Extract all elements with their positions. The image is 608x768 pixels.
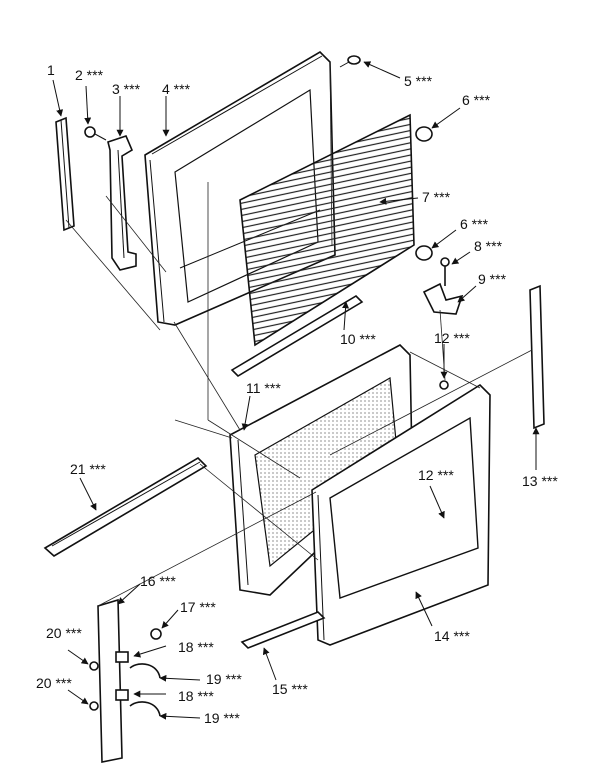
part-19-hook-upper (129, 663, 161, 679)
callout-18-lower: 18 *** (178, 688, 214, 704)
callout-20-lower: 20 *** (36, 675, 72, 691)
part-20-screw-upper (89, 661, 99, 671)
part-2-screw (84, 126, 107, 141)
callout-21: 21 *** (70, 461, 106, 477)
callout-5: 5 *** (404, 73, 433, 89)
callout-6-upper: 6 *** (462, 92, 491, 108)
part-18-clip-lower (115, 689, 129, 701)
part-6-lower-bumper (415, 245, 433, 261)
callout-14: 14 *** (434, 628, 470, 644)
part-13-trim-strip (529, 284, 545, 430)
part-20-screw-lower (89, 701, 99, 711)
callout-9: 9 *** (478, 271, 507, 287)
callout-11: 11 *** (246, 380, 281, 396)
callout-10: 10 *** (340, 331, 376, 347)
part-19-hook-lower (129, 701, 161, 717)
part-8-hinge-pin (440, 257, 450, 286)
part-6-upper-bumper (415, 126, 433, 142)
callout-15: 15 *** (272, 681, 308, 697)
callout-19-lower: 19 *** (204, 710, 240, 726)
alignment-lines (65, 61, 533, 607)
callout-18-upper: 18 *** (178, 639, 214, 655)
part-15-channel (240, 611, 326, 649)
part-21-bottom-rail (43, 456, 208, 557)
callout-20-upper: 20 *** (46, 625, 82, 641)
part-12-upper-screw (439, 380, 449, 390)
part-18-clip-upper (115, 651, 129, 663)
leader-arrows (52, 61, 540, 720)
callout-2: 2 *** (75, 67, 104, 83)
part-14-outer-door-panel (311, 383, 491, 646)
callout-7: 7 *** (422, 189, 451, 205)
part-17-screw (150, 628, 162, 640)
callout-1: 1 (47, 62, 55, 78)
callout-16: 16 *** (140, 573, 176, 589)
callout-4: 4 *** (162, 81, 191, 97)
callout-19-upper: 19 *** (206, 671, 242, 687)
part-10-channel (230, 294, 364, 378)
part-1-trim-strip (55, 116, 75, 232)
callout-labels: 1 2 *** 3 *** 4 *** 5 *** 6 *** 7 *** 6 … (36, 62, 558, 726)
part-16-hinge-plate (97, 598, 123, 763)
callout-12-lower: 12 *** (418, 467, 454, 483)
part-9-hinge-bracket (422, 282, 464, 315)
part-7-louvered-panel (239, 113, 415, 347)
part-5-screw (339, 55, 361, 68)
callout-6-lower: 6 *** (460, 216, 489, 232)
callout-17: 17 *** (180, 599, 216, 615)
callout-12-upper: 12 *** (434, 330, 470, 346)
callout-3: 3 *** (112, 81, 141, 97)
callout-13: 13 *** (522, 473, 558, 489)
callout-8: 8 *** (474, 238, 503, 254)
part-3-door-handle (107, 135, 137, 271)
